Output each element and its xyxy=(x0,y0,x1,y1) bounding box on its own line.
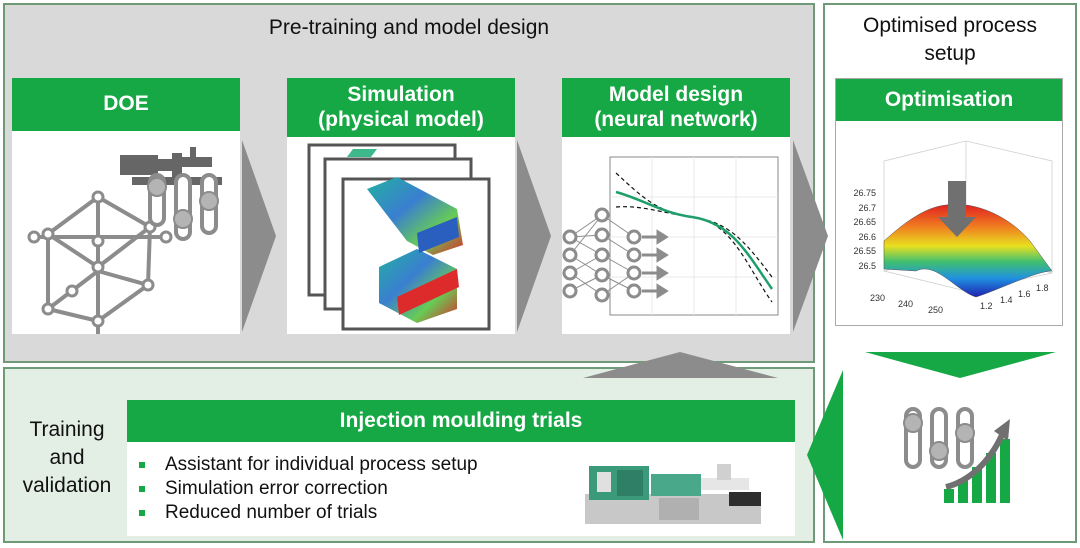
z-tick: 26.5 xyxy=(858,260,876,271)
y-tick: 1.8 xyxy=(1036,283,1049,293)
list-item: Simulation error correction xyxy=(127,477,478,501)
z-tick: 26.6 xyxy=(858,231,876,242)
simulation-title-line2: (physical model) xyxy=(318,107,484,131)
neural-network-icon xyxy=(562,156,779,316)
doe-cube-icon xyxy=(27,147,222,371)
chevron-right-icon xyxy=(793,140,828,332)
x-tick: 240 xyxy=(898,299,914,309)
optimisation-title: Optimisation xyxy=(884,87,1014,111)
chevron-right-icon xyxy=(517,140,551,332)
optimised-title-line1: Optimised process xyxy=(863,14,1037,37)
training-title-line3: validation xyxy=(22,474,112,497)
trials-title: Injection moulding trials xyxy=(339,408,583,432)
simulation-card: Simulation (physical model) xyxy=(287,78,515,334)
z-tick: 26.65 xyxy=(853,217,876,228)
injection-moulding-machine-image xyxy=(585,464,761,524)
simulation-header: Simulation (physical model) xyxy=(287,78,515,137)
z-tick: 26.75 xyxy=(853,188,876,198)
chevron-left-icon xyxy=(807,370,843,540)
model-design-card: Model design (neural network) xyxy=(562,78,790,334)
trials-card: Injection moulding trials Assistant for … xyxy=(127,400,795,536)
model-design-header: Model design (neural network) xyxy=(562,78,790,137)
doe-header: DOE xyxy=(12,78,240,131)
x-tick: 230 xyxy=(870,293,886,303)
trials-bullet-list: Assistant for individual process setup S… xyxy=(127,453,478,525)
z-tick: 26.7 xyxy=(858,202,876,213)
optimisation-card: Optimisation 26.75 26.7 26.65 26.6 26.55 xyxy=(835,78,1063,326)
doe-card: DOE xyxy=(12,78,240,371)
y-tick: 1.2 xyxy=(980,301,993,311)
fea-block-icon xyxy=(307,143,491,331)
chevron-right-icon xyxy=(242,140,276,332)
doe-title: DOE xyxy=(103,92,149,116)
optimisation-header: Optimisation xyxy=(836,79,1062,121)
chevron-down-icon xyxy=(865,352,1056,378)
y-tick: 1.6 xyxy=(1018,289,1031,299)
pretraining-title: Pre-training and model design xyxy=(268,16,550,39)
x-tick: 250 xyxy=(928,305,944,315)
training-title-line1: Training xyxy=(29,418,105,441)
list-item: Reduced number of trials xyxy=(127,501,478,525)
slider-growth-icon xyxy=(903,407,1010,503)
list-item: Assistant for individual process setup xyxy=(127,453,478,477)
simulation-title-line1: Simulation xyxy=(347,83,455,107)
training-title-line2: and xyxy=(49,446,85,469)
z-tick: 26.55 xyxy=(853,246,876,257)
y-tick: 1.4 xyxy=(1000,295,1013,305)
z-axis-ticks: 26.75 26.7 26.65 26.6 26.55 26.5 xyxy=(840,186,876,274)
surface-plot xyxy=(883,140,1053,298)
model-design-title-line1: Model design xyxy=(608,83,744,107)
optimised-title-line2: setup xyxy=(924,42,976,65)
chevron-up-icon xyxy=(583,352,778,378)
model-design-title-line2: (neural network) xyxy=(594,107,758,131)
trials-header: Injection moulding trials xyxy=(127,400,795,442)
